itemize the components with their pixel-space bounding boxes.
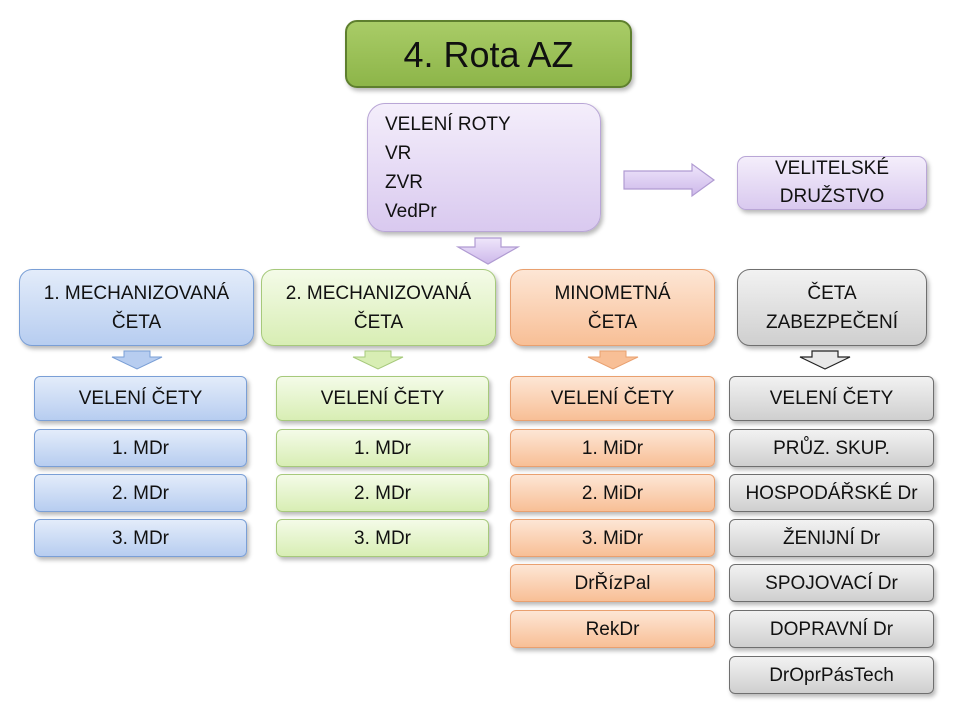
unit-label: VELENÍ ČETY	[550, 388, 675, 409]
company-command-line: VedPr	[385, 200, 437, 222]
unit-label: 2. MDr	[354, 482, 411, 504]
unit-label: VELENÍ ČETY	[78, 388, 203, 409]
platoon-2-squad-3: 3. MDr	[276, 519, 489, 557]
recon-group: PRŮZ. SKUP.	[729, 429, 934, 467]
mortar-platoon-command: VELENÍ ČETY	[510, 376, 715, 421]
chevron-down-icon	[799, 350, 851, 370]
unit-label: 1. MiDr	[581, 437, 644, 459]
platoon-header-line: ČETA	[353, 311, 404, 333]
unit-label: HOSPODÁŘSKÉ Dr	[745, 482, 918, 504]
command-squad-box: VELITELSKÉ DRUŽSTVO	[737, 156, 927, 210]
right-arrow-icon	[623, 162, 716, 198]
company-command-line: VELENÍ ROTY	[385, 113, 511, 135]
platoon-header-line: 1. MECHANIZOVANÁ	[43, 282, 230, 304]
support-platoon-command: VELENÍ ČETY	[729, 376, 934, 421]
mortar-squad-2: 2. MiDr	[510, 474, 715, 512]
unit-label: 3. MiDr	[581, 527, 644, 549]
platoon-2-squad-1: 1. MDr	[276, 429, 489, 467]
transport-squad: DOPRAVNÍ Dr	[729, 610, 934, 648]
command-squad-line: DRUŽSTVO	[779, 186, 885, 207]
title-text: 4. Rota AZ	[403, 33, 574, 75]
support-platoon-header: ČETA ZABEZPEČENÍ	[737, 269, 927, 346]
mortar-platoon-header: MINOMETNÁ ČETA	[510, 269, 715, 346]
chevron-down-icon	[587, 350, 639, 370]
platoon-1-command: VELENÍ ČETY	[34, 376, 247, 421]
platoon-header-line: ČETA	[111, 311, 162, 333]
platoon-1-squad-3: 3. MDr	[34, 519, 247, 557]
unit-label: VELENÍ ČETY	[769, 388, 894, 409]
title-box: 4. Rota AZ	[345, 20, 632, 88]
unit-label: VELENÍ ČETY	[320, 388, 445, 409]
unit-label: ŽENIJNÍ Dr	[782, 527, 881, 549]
platoon-header-line: ČETA	[587, 311, 638, 333]
unit-label: DrOprPásTech	[769, 664, 894, 686]
unit-label: 2. MDr	[112, 482, 169, 504]
unit-label: PRŮZ. SKUP.	[773, 437, 890, 459]
unit-label: 1. MDr	[354, 437, 411, 459]
unit-label: DrŘízPal	[574, 572, 651, 594]
platoon-2-header: 2. MECHANIZOVANÁ ČETA	[261, 269, 496, 346]
platoon-header-line: MINOMETNÁ	[554, 282, 671, 304]
platoon-1-header: 1. MECHANIZOVANÁ ČETA	[19, 269, 254, 346]
mortar-squad-1: 1. MiDr	[510, 429, 715, 467]
fire-control-squad: DrŘízPal	[510, 564, 715, 602]
platoon-header-line: ZABEZPEČENÍ	[766, 311, 898, 333]
chevron-down-icon	[111, 350, 163, 370]
platoon-header-line: 2. MECHANIZOVANÁ	[285, 282, 472, 304]
unit-label: 2. MiDr	[581, 482, 644, 504]
down-arrow-icon	[455, 237, 521, 265]
platoon-2-squad-2: 2. MDr	[276, 474, 489, 512]
company-command-box: VELENÍ ROTY VR ZVR VedPr	[367, 103, 601, 232]
chevron-down-icon	[352, 350, 404, 370]
engineer-squad: ŽENIJNÍ Dr	[729, 519, 934, 557]
tracked-repair-squad: DrOprPásTech	[729, 656, 934, 694]
unit-label: SPOJOVACÍ Dr	[765, 572, 898, 594]
logistics-squad: HOSPODÁŘSKÉ Dr	[729, 474, 934, 512]
unit-label: 3. MDr	[354, 527, 411, 549]
unit-label: 3. MDr	[112, 527, 169, 549]
company-command-line: ZVR	[385, 171, 423, 193]
platoon-2-command: VELENÍ ČETY	[276, 376, 489, 421]
unit-label: DOPRAVNÍ Dr	[769, 618, 894, 640]
mortar-squad-3: 3. MiDr	[510, 519, 715, 557]
unit-label: RekDr	[585, 618, 640, 640]
signal-squad: SPOJOVACÍ Dr	[729, 564, 934, 602]
platoon-header-line: ČETA	[807, 282, 857, 304]
unit-label: 1. MDr	[112, 437, 169, 459]
company-command-line: VR	[385, 142, 412, 164]
platoon-1-squad-2: 2. MDr	[34, 474, 247, 512]
platoon-1-squad-1: 1. MDr	[34, 429, 247, 467]
command-squad-line: VELITELSKÉ	[774, 158, 890, 179]
recon-squad: RekDr	[510, 610, 715, 648]
